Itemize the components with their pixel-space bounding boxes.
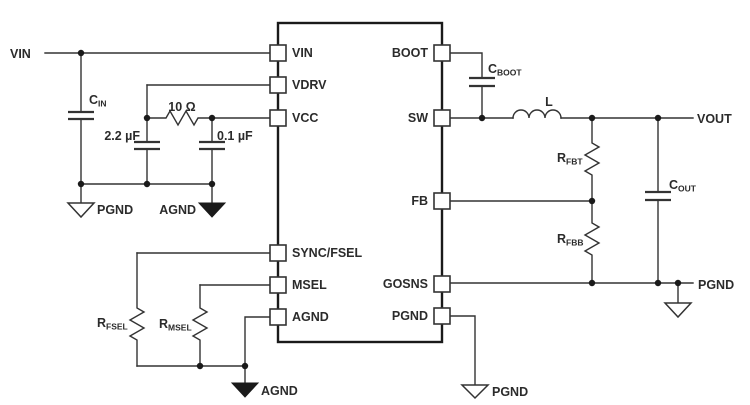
rfsel-label: RFSEL	[97, 316, 128, 332]
c-vdrv-label: 2.2 µF	[104, 129, 140, 143]
pin-label-sync-fsel: SYNC/FSEL	[292, 246, 363, 260]
cin-capacitor	[68, 110, 94, 121]
component-labels: CIN 10 Ω 2.2 µF 0.1 µF CBOOT L RFBT RFBB…	[89, 62, 697, 333]
c-vdrv-capacitor	[134, 140, 160, 151]
rfsel-resistor	[128, 252, 146, 367]
rmsel-label: RMSEL	[159, 317, 192, 333]
pin-pgnd	[433, 307, 451, 325]
cout-capacitor	[645, 190, 671, 202]
rfbb-resistor	[583, 200, 601, 284]
pin-gosns	[433, 275, 451, 293]
select-resistor-wiring	[128, 252, 271, 398]
c-vcc-label: 0.1 µF	[217, 129, 253, 143]
pin-label-agnd: AGND	[292, 310, 329, 324]
pin-agnd	[269, 308, 287, 326]
pin-sync-fsel	[269, 244, 287, 262]
inductor-coil	[512, 109, 562, 119]
r-filter-resistor	[146, 109, 271, 127]
pin-label-boot: BOOT	[392, 46, 428, 60]
pgnd-output-ground-icon	[663, 302, 693, 319]
pin-vdrv	[269, 76, 287, 94]
pgnd-bottom-ground-icon	[460, 384, 490, 400]
pin-label-pgnd: PGND	[392, 309, 428, 323]
net-label-pgnd-bottom: PGND	[492, 385, 528, 399]
net-label-vin: VIN	[10, 47, 31, 61]
inductor-label: L	[545, 95, 553, 109]
pin-label-gosns: GOSNS	[383, 277, 428, 291]
net-label-agnd-bottom: AGND	[261, 384, 298, 398]
pin-fb	[433, 192, 451, 210]
wire-boot	[449, 52, 483, 79]
pin-label-msel: MSEL	[292, 278, 327, 292]
r-filter-label: 10 Ω	[168, 100, 195, 114]
pin-vin	[269, 44, 287, 62]
rfbt-resistor	[583, 117, 601, 202]
agnd-bottom-ground-icon	[230, 382, 260, 398]
pin-label-vin: VIN	[292, 46, 313, 60]
pin-label-sw: SW	[408, 111, 428, 125]
pin-label-vdrv: VDRV	[292, 78, 327, 92]
pin-label-fb: FB	[411, 194, 428, 208]
net-label-pgnd-output: PGND	[698, 278, 734, 292]
pin-boot	[433, 44, 451, 62]
input-wiring	[44, 52, 271, 219]
ic-pin-labels: VIN VDRV VCC SYNC/FSEL MSEL AGND BOOT SW…	[292, 46, 428, 324]
wire-pgnd-pin	[449, 315, 476, 386]
pin-label-vcc: VCC	[292, 111, 318, 125]
cin-label: CIN	[89, 93, 107, 109]
ic-body	[276, 21, 444, 344]
net-label-vout: VOUT	[697, 112, 732, 126]
rfbb-label: RFBB	[557, 232, 584, 248]
agnd-input-ground-icon	[197, 202, 227, 218]
junction-dots	[77, 49, 682, 370]
pin-sw	[433, 109, 451, 127]
output-wiring	[449, 52, 694, 400]
c-vcc-capacitor	[199, 140, 225, 151]
rfbt-label: RFBT	[557, 151, 583, 167]
pgnd-input-ground-icon	[66, 202, 96, 219]
pin-vcc	[269, 109, 287, 127]
net-label-agnd-input: AGND	[159, 203, 196, 217]
ic-pin-boxes	[269, 44, 451, 326]
net-labels: VIN VOUT PGND AGND AGND PGND PGND	[10, 47, 734, 399]
pin-msel	[269, 276, 287, 294]
cboot-label: CBOOT	[488, 62, 522, 78]
rmsel-resistor	[191, 284, 209, 367]
cout-label: COUT	[669, 178, 697, 194]
wire-agnd-pin	[244, 316, 271, 367]
net-label-pgnd-input: PGND	[97, 203, 133, 217]
cboot-capacitor	[469, 76, 495, 88]
